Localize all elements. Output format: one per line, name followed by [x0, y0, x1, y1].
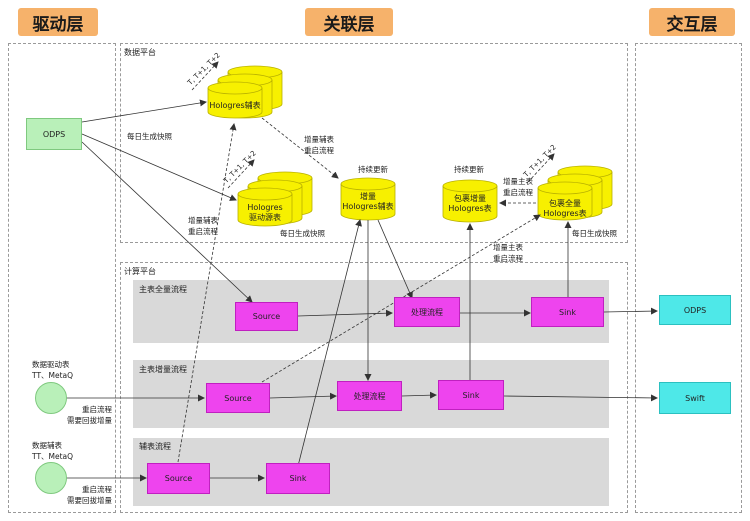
process-inc-box: 处理流程: [337, 381, 402, 411]
source-inc-box: Source: [206, 383, 270, 413]
sink-aux-box: Sink: [266, 463, 330, 494]
full-flow-label: 主表全量流程: [139, 285, 187, 294]
swift-target-box: Swift: [659, 382, 731, 414]
inc-main-restart-label-3: 增量主表: [493, 243, 523, 252]
continuous-update-label-1: 持续更新: [358, 165, 388, 174]
continuous-update-label-2: 持续更新: [454, 165, 484, 174]
inc-aux-restart-label-2: 重启流程: [304, 146, 334, 155]
odps-target-box: ODPS: [659, 295, 731, 325]
driver-layer-column: [8, 43, 116, 513]
restart-backfill-label-4: 需要回拔增量: [67, 496, 112, 505]
driver-table-label-1: 数据驱动表: [32, 360, 70, 369]
aux-flow-label: 辅表流程: [139, 442, 171, 451]
odps-source-box: ODPS: [26, 118, 82, 150]
driver-layer-title: 驱动层: [18, 8, 98, 36]
inc-main-restart-label-1: 增量主表: [503, 177, 533, 186]
restart-backfill-label-2: 需要回拔增量: [67, 416, 112, 425]
inc-aux-restart-label-3: 增量辅表: [188, 216, 218, 225]
inc-aux-restart-label-1: 增量辅表: [304, 135, 334, 144]
aux-table-label-2: TT、MetaQ: [32, 452, 74, 461]
compute-platform-panel: [120, 262, 628, 513]
sink-full-box: Sink: [531, 297, 604, 327]
package-full-cylinder: [537, 165, 613, 221]
pkg-inc-label-1: 包裹增量: [454, 194, 486, 203]
restart-backfill-label-1: 重启流程: [82, 405, 112, 414]
inc-hologres-label-1: 增量: [360, 192, 376, 201]
restart-backfill-label-3: 重启流程: [82, 485, 112, 494]
compute-platform-label: 计算平台: [124, 267, 156, 276]
pkg-full-label-1: 包裹全量: [549, 199, 581, 208]
inc-hologres-label-2: Hologres辅表: [342, 202, 394, 211]
sink-inc-box: Sink: [438, 380, 504, 410]
association-layer-title: 关联层: [305, 8, 393, 36]
inc-main-restart-label-2: 重启流程: [503, 188, 533, 197]
source-full-box: Source: [235, 302, 298, 331]
incremental-flow-label: 主表增量流程: [139, 365, 187, 374]
daily-snapshot-label-2: 每日生成快照: [280, 229, 325, 238]
process-full-box: 处理流程: [394, 297, 460, 327]
hologres-driver-label-2: 驱动源表: [249, 213, 281, 222]
aux-table-source-circle: [35, 462, 67, 494]
data-platform-label: 数据平台: [124, 48, 156, 57]
pkg-full-label-2: Hologres表: [543, 209, 587, 218]
incremental-hologres-aux-cylinder: [340, 177, 396, 221]
hologres-aux-table-cylinder: [207, 65, 283, 119]
hologres-driver-source-cylinder: [237, 171, 313, 227]
data-platform-panel: [120, 43, 628, 243]
pkg-inc-label-2: Hologres表: [448, 204, 492, 213]
interaction-layer-title: 交互层: [649, 8, 735, 36]
source-aux-box: Source: [147, 463, 210, 494]
aux-flow-band: [133, 438, 609, 506]
daily-snapshot-label-3: 每日生成快照: [572, 229, 617, 238]
driver-table-source-circle: [35, 382, 67, 414]
inc-main-restart-label-4: 重启流程: [493, 254, 523, 263]
inc-aux-restart-label-4: 重启流程: [188, 227, 218, 236]
package-incremental-cylinder: [442, 179, 498, 223]
driver-table-label-2: TT、MetaQ: [32, 371, 74, 380]
aux-table-label-1: 数据辅表: [32, 441, 62, 450]
interaction-layer-column: [635, 43, 742, 513]
daily-snapshot-label-1: 每日生成快照: [127, 132, 172, 141]
hologres-aux-label: Hologres辅表: [209, 101, 261, 110]
hologres-driver-label-1: Hologres: [247, 203, 283, 212]
